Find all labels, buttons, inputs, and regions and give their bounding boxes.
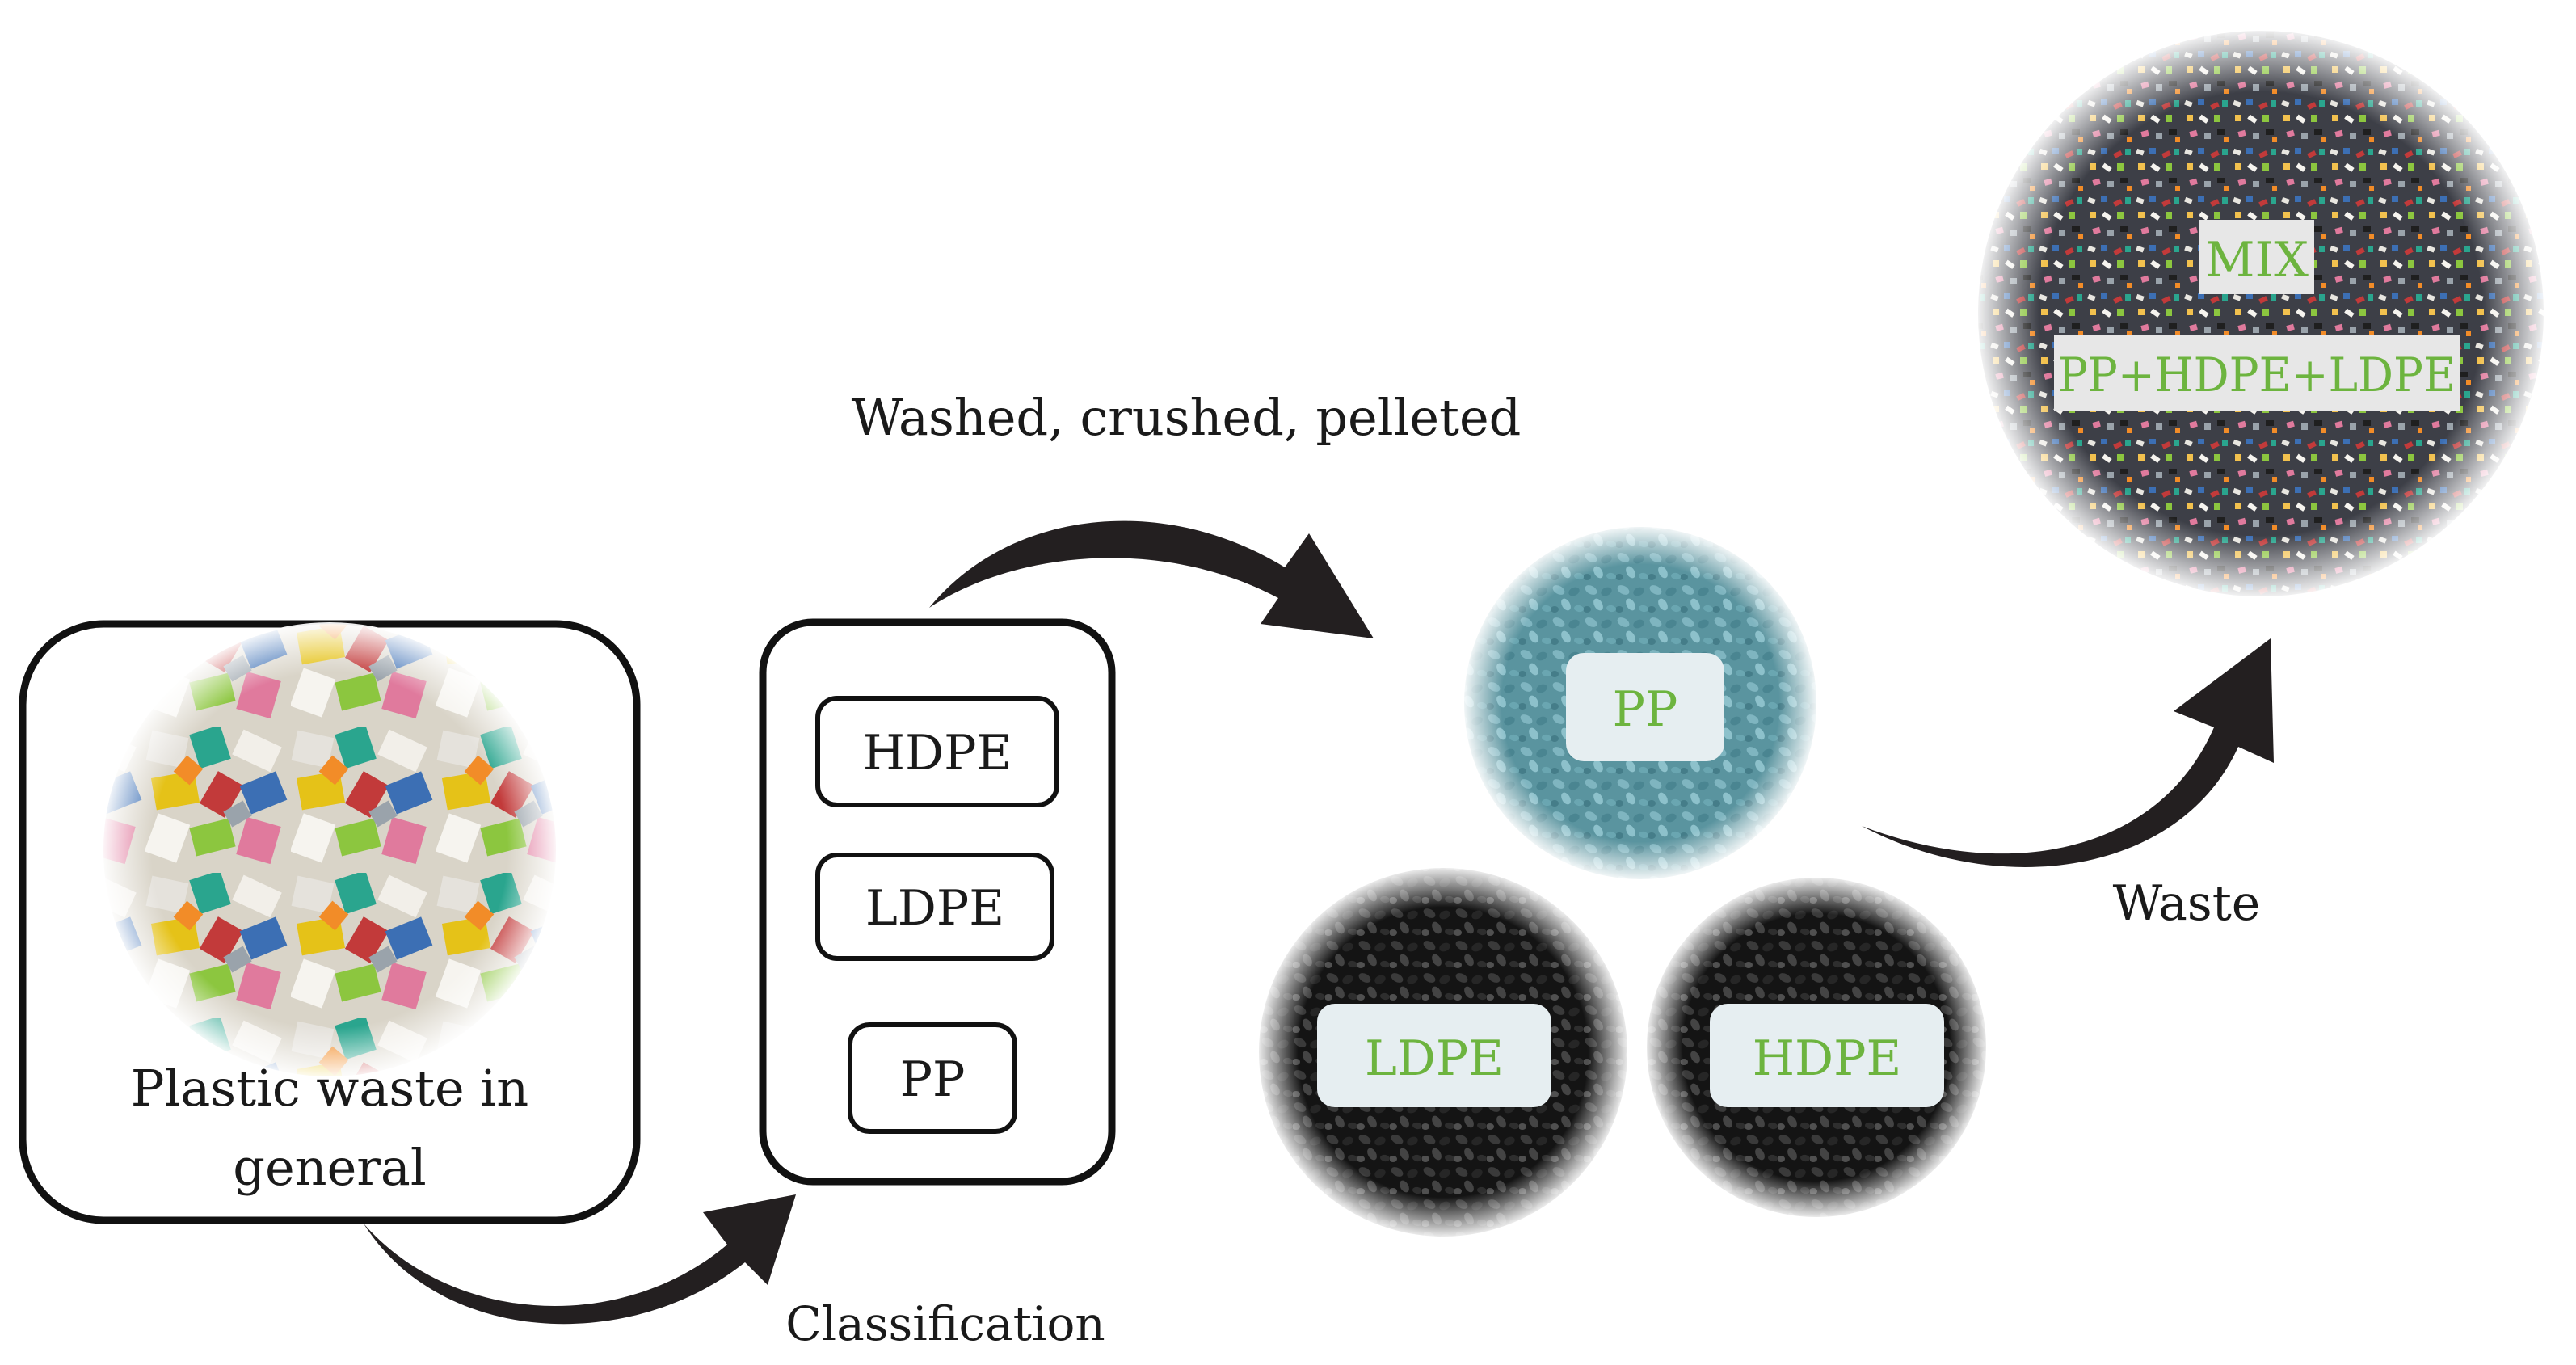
classification-box: HDPE LDPE PP xyxy=(759,618,1116,1186)
plastic-waste-label-line1: Plastic waste in xyxy=(131,1059,528,1118)
classification-item-ldpe: LDPE xyxy=(815,853,1054,961)
plastic-waste-photo xyxy=(102,622,558,1078)
plastic-waste-label-line2: general xyxy=(233,1138,426,1197)
plastic-waste-box: Plastic waste in general xyxy=(19,620,641,1224)
arrow-to-classification xyxy=(364,1194,796,1325)
classification-item-ldpe-label: LDPE xyxy=(865,880,1004,937)
waste-label: Waste xyxy=(2113,875,2261,932)
pp-pellets-label-box xyxy=(1566,653,1724,761)
classification-item-hdpe: HDPE xyxy=(815,696,1059,807)
classification-item-hdpe-label: HDPE xyxy=(863,725,1012,782)
ldpe-pellets-label: LDPE xyxy=(1365,1030,1504,1087)
hdpe-pellets: HDPE xyxy=(1645,876,1988,1219)
classification-label: Classification xyxy=(785,1296,1105,1351)
ldpe-pellets: LDPE xyxy=(1257,866,1629,1238)
ldpe-pellets-label-box xyxy=(1317,1004,1551,1107)
classification-item-pp: PP xyxy=(848,1022,1017,1134)
mix-title: MIX xyxy=(2205,232,2309,289)
process-label: Washed, crushed, pelleted xyxy=(852,388,1522,447)
pp-pellets-label: PP xyxy=(1613,681,1678,738)
arrow-to-waste xyxy=(1862,638,2274,868)
hdpe-pellets-label-box xyxy=(1710,1004,1944,1107)
mix-composition: PP+HDPE+LDPE xyxy=(2058,348,2456,402)
mix-composition-box xyxy=(2054,335,2460,411)
classification-item-pp-label: PP xyxy=(900,1051,966,1108)
pp-pellets: PP xyxy=(1463,525,1818,881)
hdpe-pellets-label: HDPE xyxy=(1753,1030,1902,1087)
mix-title-box xyxy=(2199,220,2314,294)
arrow-to-pellets xyxy=(929,520,1374,638)
mix-regrind: MIX PP+HDPE+LDPE xyxy=(1976,29,2545,598)
